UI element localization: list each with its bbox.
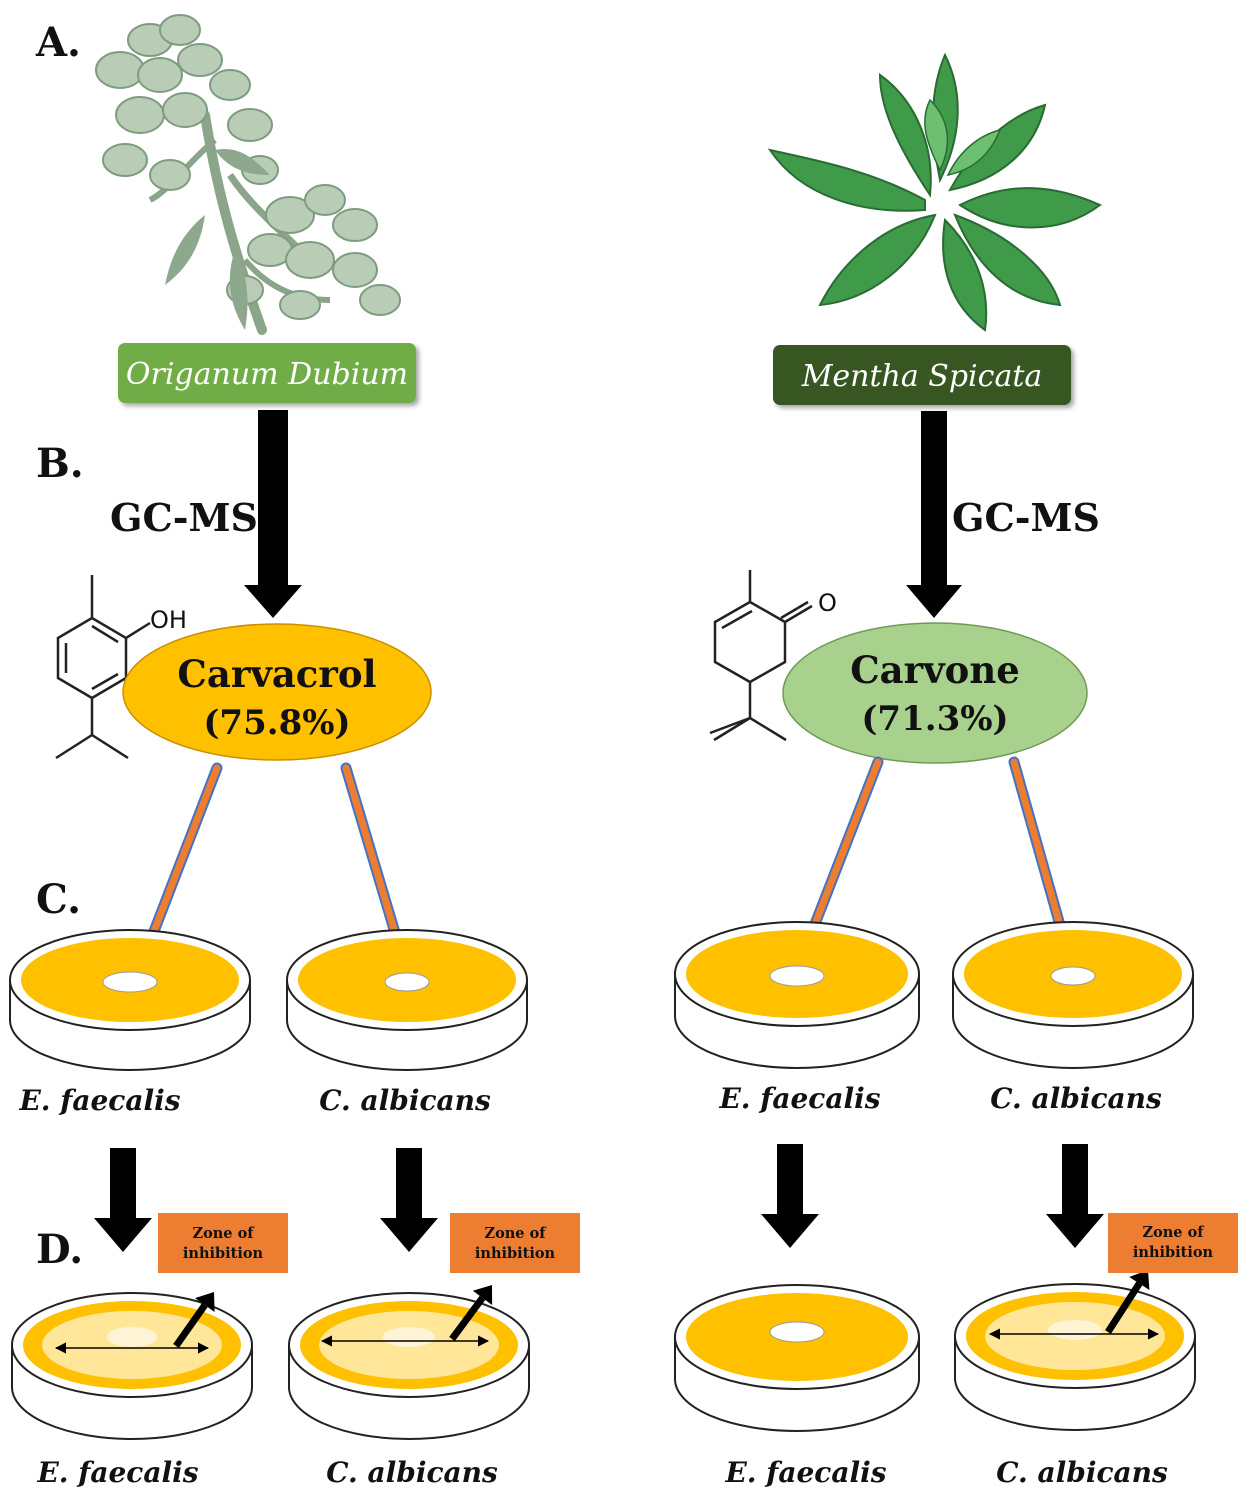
- carvone-o-label: O: [818, 589, 837, 617]
- carvone-percent: (71.3%): [861, 699, 1008, 739]
- plate-c-1: [9, 929, 251, 1071]
- organism-label-c-1: E. faecalis: [18, 1084, 180, 1117]
- panel-label-a: A.: [35, 19, 81, 66]
- zone-label-box-2: [450, 1213, 580, 1273]
- zone-label-3-line1: Zone of: [1143, 1224, 1206, 1241]
- plate-c-2: [286, 929, 528, 1071]
- panel-label-d: D.: [36, 1226, 83, 1273]
- origanum-species-box: [118, 343, 416, 403]
- carvacrol-percent: (75.8%): [203, 703, 350, 743]
- result-plate-2-pointer-head: [472, 1285, 493, 1305]
- result-plate-1-well: [107, 1327, 157, 1347]
- organism-label-d-2: C. albicans: [326, 1456, 498, 1489]
- result-plate-1-pointer-head: [194, 1292, 215, 1312]
- down-arrow-d-4: [1046, 1144, 1104, 1248]
- panel-label-c: C.: [36, 876, 81, 923]
- down-arrow-d-1: [94, 1148, 152, 1252]
- result-plate-1-pointer-arrow: [173, 1303, 208, 1349]
- result-plate-3-well: [769, 1321, 825, 1343]
- gcms-label-right: GC-MS: [952, 495, 1100, 540]
- down-arrow-d-2: [380, 1148, 438, 1252]
- result-plate-2-well: [383, 1327, 435, 1347]
- carvone-ellipse: [782, 622, 1088, 764]
- organism-label-c-4: C. albicans: [990, 1082, 1162, 1115]
- carvacrol-oh-label: OH: [150, 606, 187, 634]
- gcms-arrow-left: [244, 410, 302, 618]
- organism-label-d-3: E. faecalis: [724, 1456, 886, 1489]
- zone-label-3-line2: inhibition: [1133, 1244, 1214, 1261]
- organism-label-d-4: C. albicans: [996, 1456, 1168, 1489]
- origanum-species-label: Origanum Dubium: [126, 357, 408, 392]
- panel-label-b: B.: [36, 440, 84, 487]
- carvacrol-name: Carvacrol: [177, 652, 376, 696]
- result-plate-1: [11, 1292, 253, 1440]
- zone-label-1-line2: inhibition: [183, 1245, 264, 1262]
- carvacrol-ellipse: [122, 623, 432, 761]
- zone-label-box-1: [158, 1213, 288, 1273]
- gcms-arrow-right: [906, 411, 962, 618]
- result-plate-4: [954, 1270, 1196, 1431]
- carvacrol-structure: [55, 575, 151, 760]
- carvone-name: Carvone: [850, 648, 1020, 692]
- result-plate-4-well: [1048, 1320, 1102, 1340]
- zone-label-box-3: [1108, 1213, 1238, 1273]
- carvone-structure: [709, 570, 813, 742]
- organism-label-c-3: E. faecalis: [718, 1082, 880, 1115]
- zone-label-2-line2: inhibition: [475, 1245, 556, 1262]
- result-plate-4-pointer-arrow: [1105, 1281, 1143, 1334]
- zone-label-1-line1: Zone of: [193, 1225, 256, 1242]
- mentha-plant-photo: [767, 52, 1102, 332]
- result-plate-4-pointer-head: [1129, 1270, 1150, 1290]
- gcms-label-left: GC-MS: [110, 495, 258, 540]
- mentha-species-label: Mentha Spicata: [801, 359, 1043, 394]
- zone-label-2-line1: Zone of: [485, 1225, 548, 1242]
- organism-label-d-1: E. faecalis: [36, 1456, 198, 1489]
- organism-label-c-2: C. albicans: [319, 1084, 491, 1117]
- down-arrow-d-3: [761, 1144, 819, 1248]
- plate-c-3: [674, 921, 920, 1069]
- result-plate-3: [674, 1284, 920, 1432]
- result-plate-2: [288, 1285, 530, 1440]
- result-plate-2-pointer-arrow: [449, 1295, 486, 1342]
- plate-c-4: [952, 921, 1194, 1069]
- origanum-plant-photo: [95, 14, 401, 335]
- mentha-species-box: [773, 345, 1071, 405]
